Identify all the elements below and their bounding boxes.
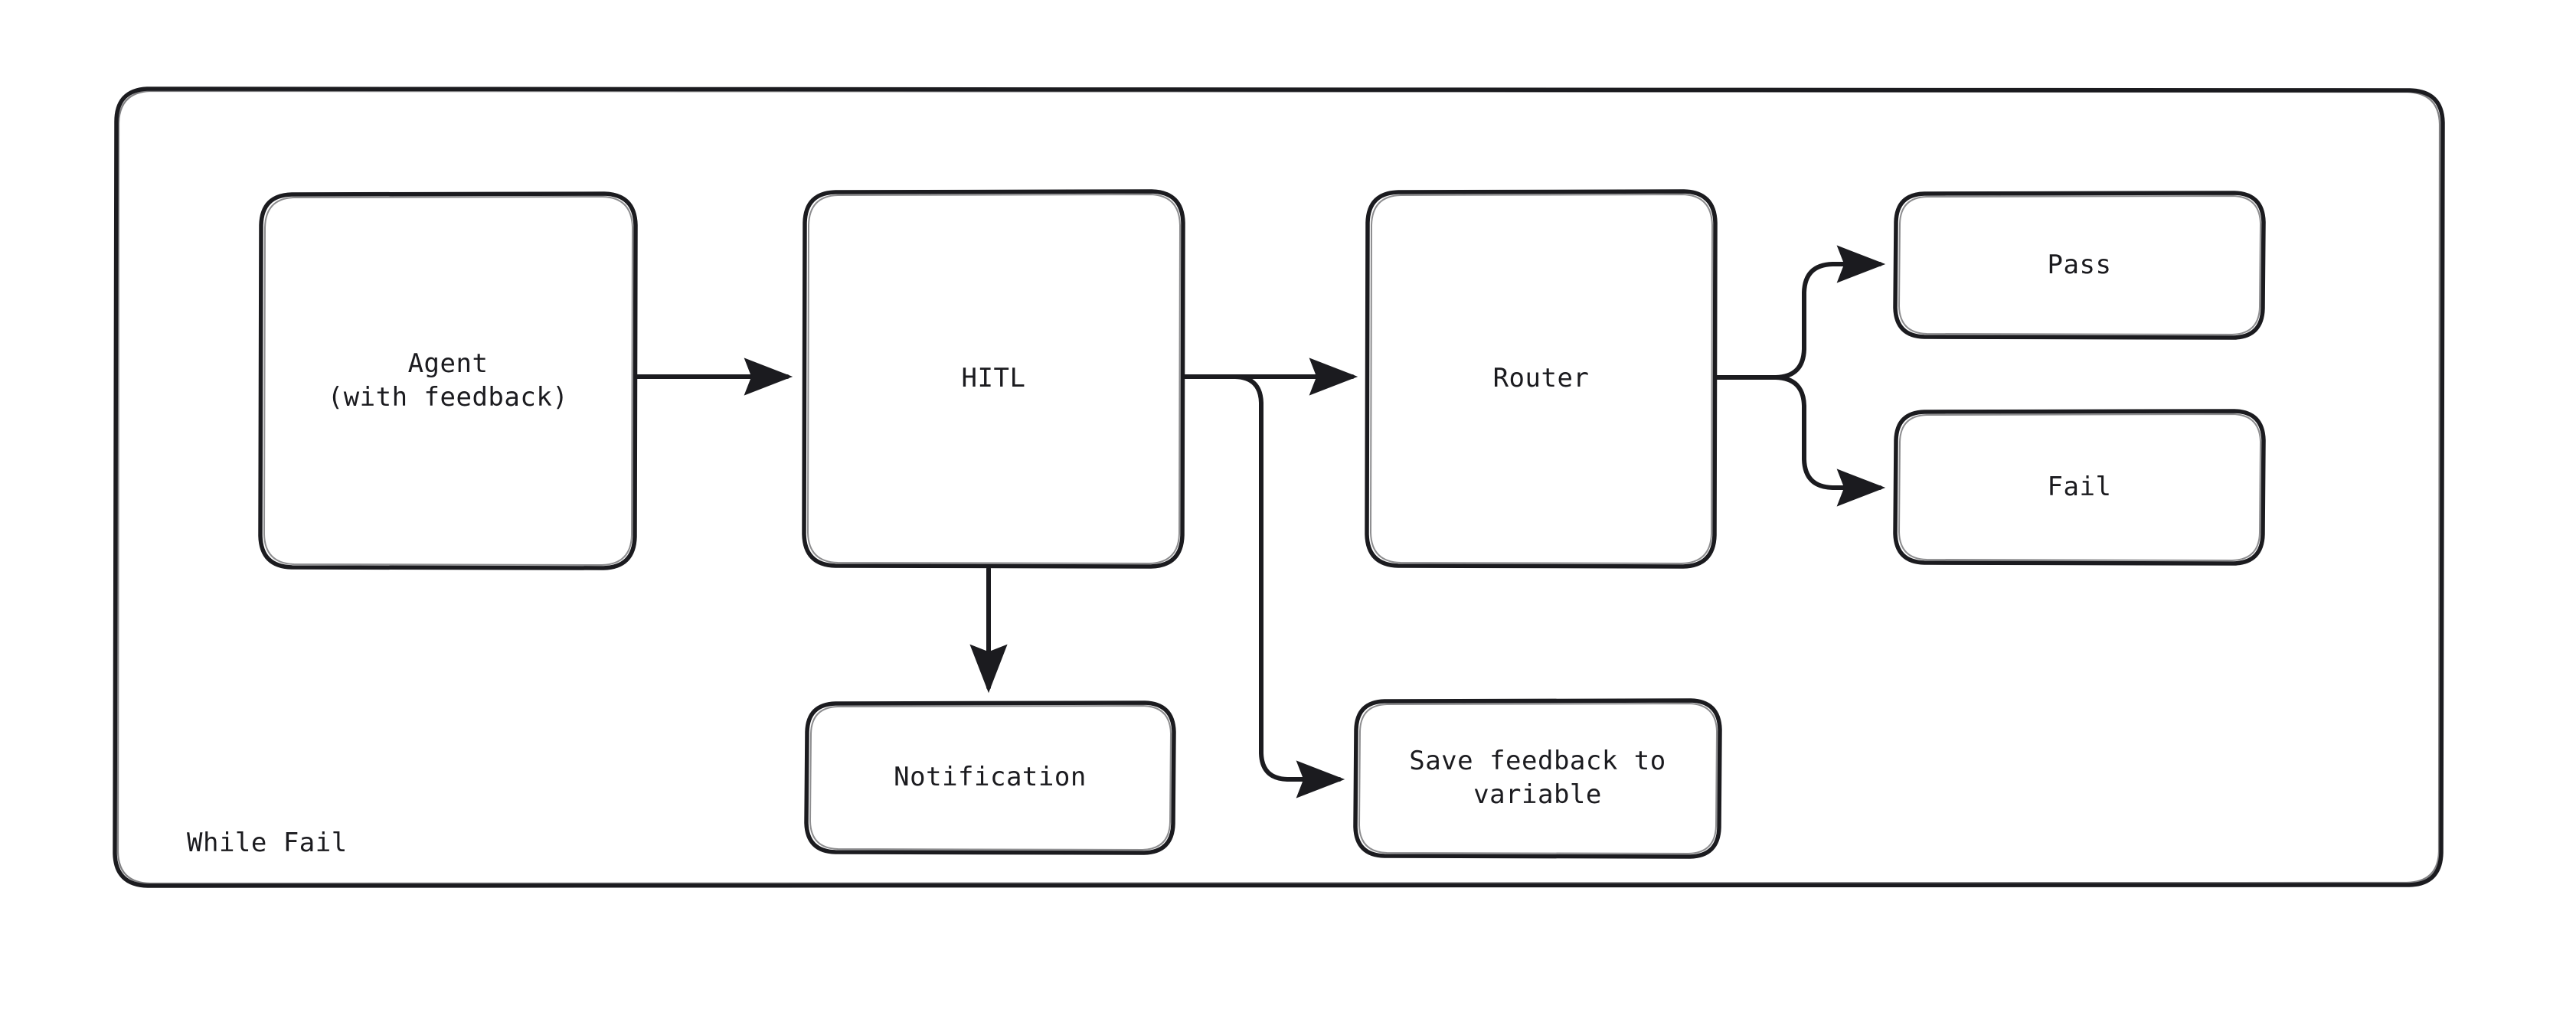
- node-hitl-sketch: [807, 194, 1181, 564]
- node-agent-sketch: [263, 196, 633, 566]
- edge-hitl-to-save: [1182, 374, 1345, 798]
- node-notification-sketch: [809, 705, 1172, 851]
- subgraph-title-while-fail: While Fail: [187, 828, 348, 858]
- node-router-sketch: [1370, 194, 1713, 564]
- node-pass-shape: [1893, 191, 2266, 340]
- node-fail-sketch: [1898, 413, 2261, 561]
- node-router-shape: [1365, 189, 1718, 569]
- node-agent-shape: [258, 191, 638, 570]
- node-save-sketch: [1358, 703, 1718, 854]
- edge-router-to-fail: [1715, 375, 1886, 507]
- edge-router-to-pass: [1715, 245, 1886, 380]
- subgraph-container: [113, 87, 2445, 888]
- node-fail-shape: [1893, 409, 2266, 566]
- node-notification-shape: [804, 700, 1176, 855]
- node-pass-sketch: [1898, 195, 2261, 335]
- node-hitl-shape: [802, 189, 1185, 569]
- subgraph-container-sketch: [116, 90, 2441, 885]
- node-save-shape: [1353, 698, 1722, 859]
